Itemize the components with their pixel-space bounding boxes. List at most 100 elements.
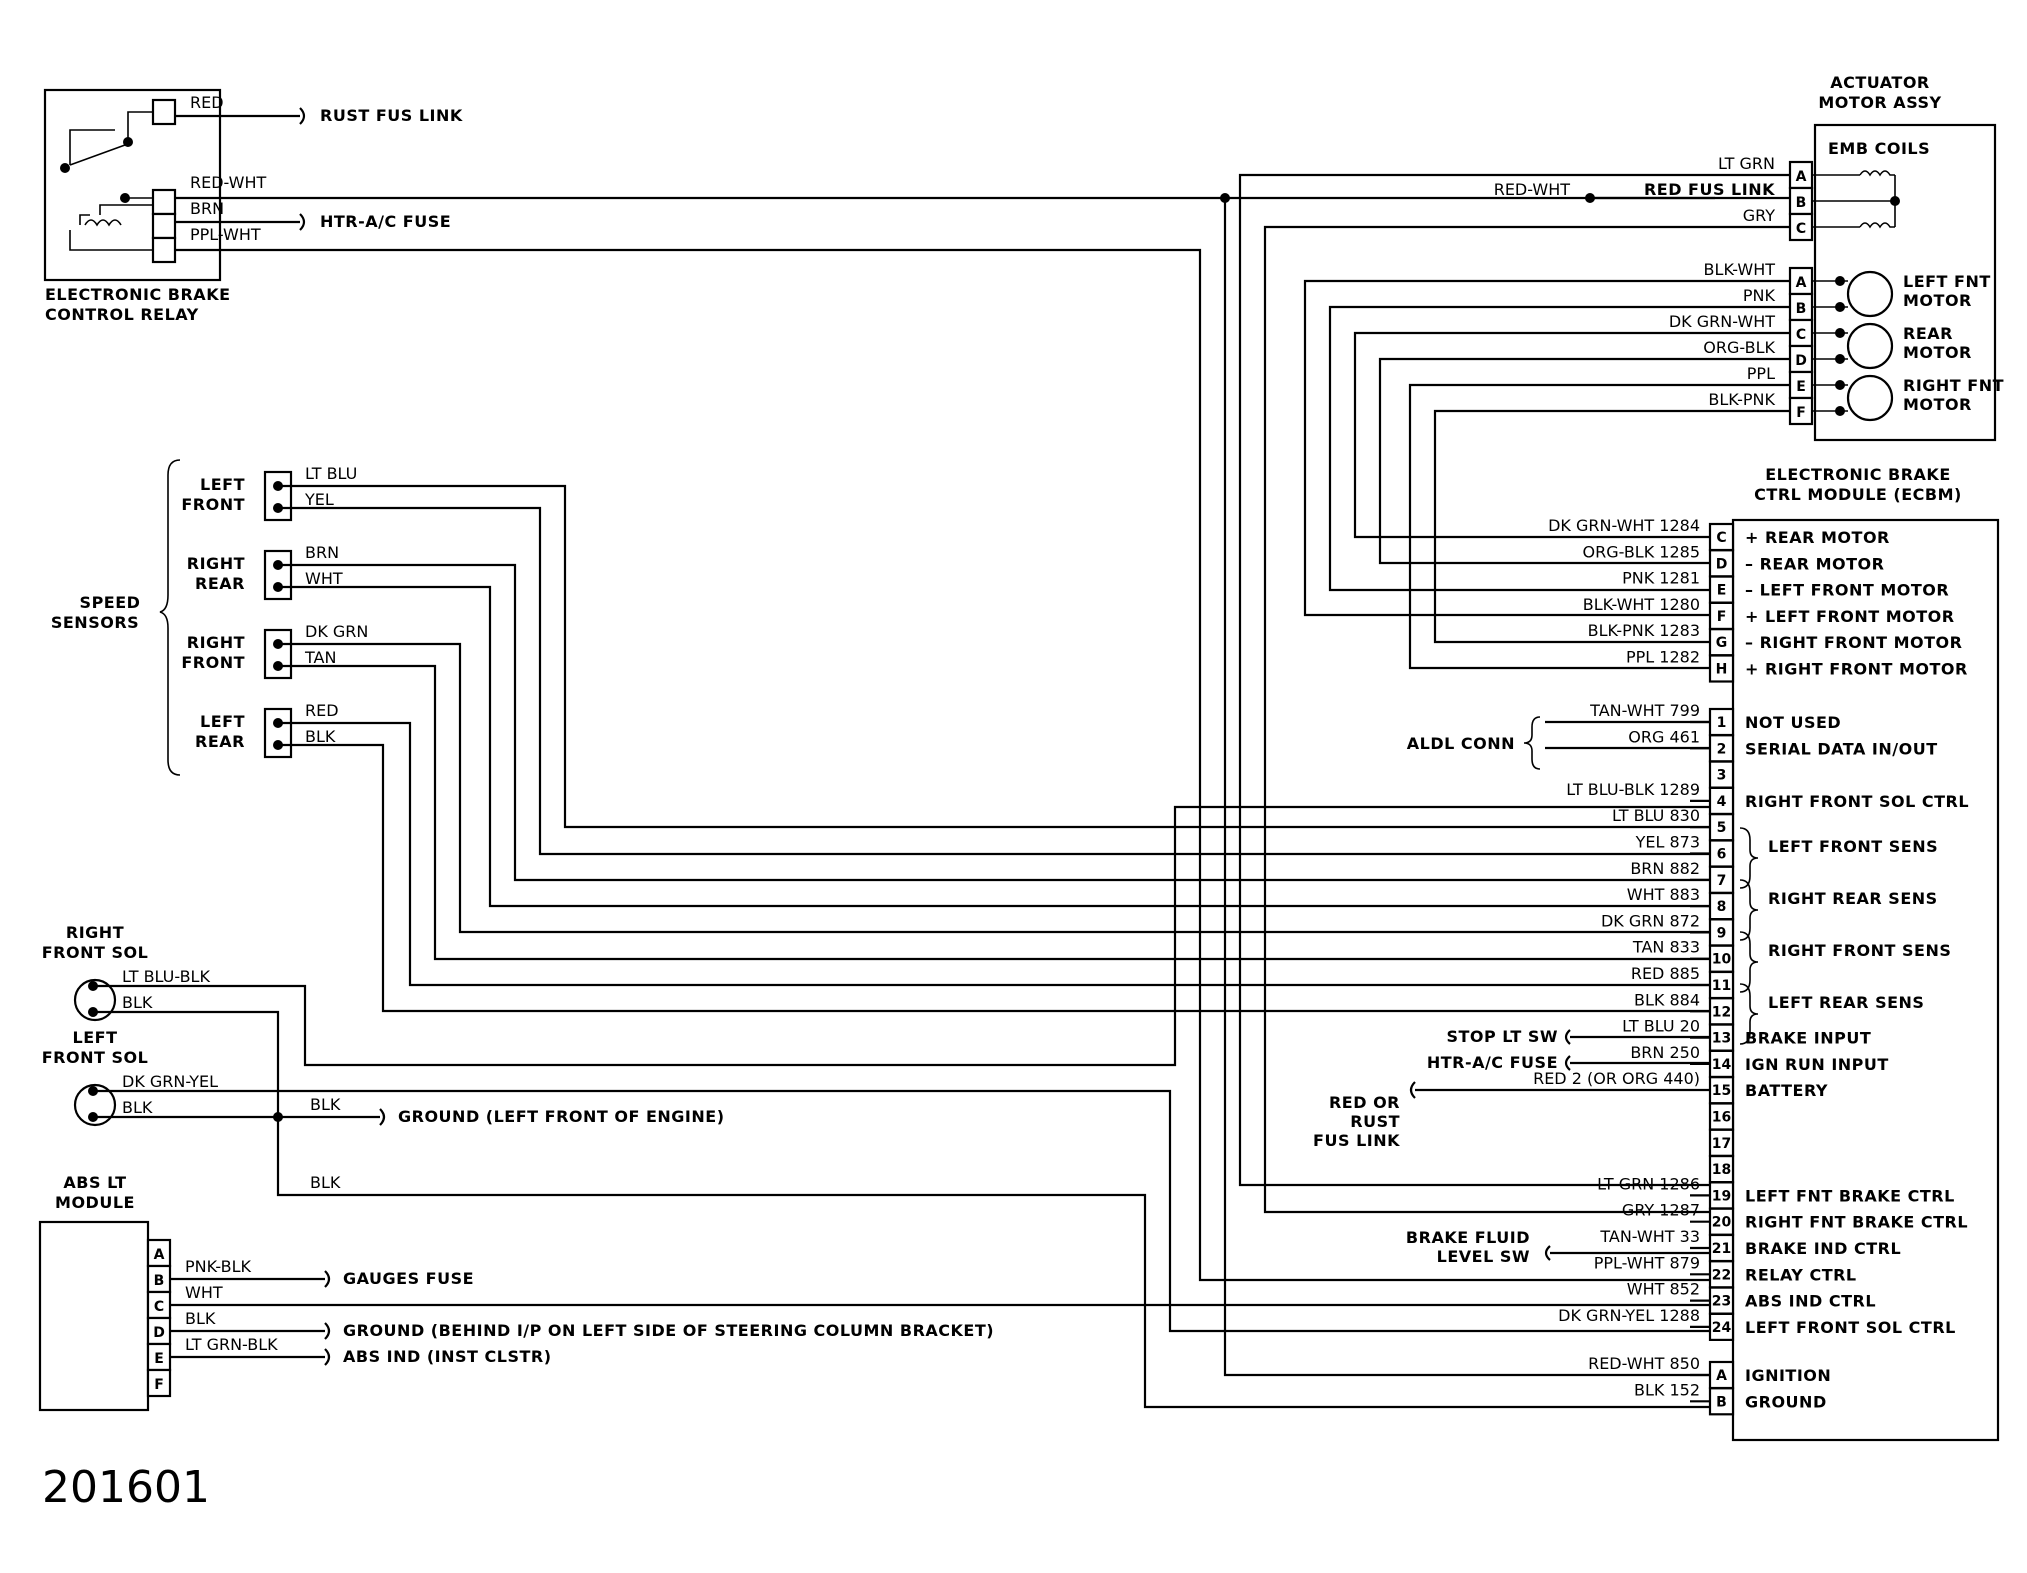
pin-label: D <box>1795 353 1807 369</box>
junction-dot <box>1890 196 1900 206</box>
sensor-name: RIGHT <box>187 633 245 652</box>
abs-lt-module: ABS LT MODULE A B C D E F PNK-BLK WHT BL… <box>38 1173 1710 1412</box>
pin-label: 15 <box>1712 1083 1731 1099</box>
wire-label: LT BLU-BLK 1289 <box>1566 780 1700 799</box>
wire-label: BLK <box>305 727 336 746</box>
sens-group-label: RIGHT REAR SENS <box>1768 889 1938 908</box>
wire-label: YEL <box>304 490 334 509</box>
pin-function: BRAKE INPUT <box>1745 1029 1871 1048</box>
wire-label: RED-WHT <box>190 173 267 192</box>
relay-pin-3 <box>151 212 177 240</box>
wire-label: RED 2 (OR ORG 440) <box>1533 1069 1700 1088</box>
pin-label: 22 <box>1712 1267 1731 1283</box>
pin-function: IGN RUN INPUT <box>1745 1055 1889 1074</box>
pin-label: 14 <box>1712 1057 1732 1073</box>
pin-label: 5 <box>1717 820 1727 836</box>
wire-label: BLK <box>122 993 153 1012</box>
pin-function: – REAR MOTOR <box>1745 554 1884 573</box>
fuse-connector-icon <box>299 107 306 231</box>
wire-label: DK GRN-WHT 1284 <box>1548 516 1700 535</box>
pin-function: + RIGHT FRONT MOTOR <box>1745 660 1968 679</box>
pin-label: 6 <box>1717 847 1727 863</box>
wire-label: RED FUS LINK <box>1644 180 1775 199</box>
speed-sensors-label: SENSORS <box>51 613 139 632</box>
wire-label: PNK <box>1743 286 1776 305</box>
brake-control-relay: ELECTRONIC BRAKE CONTROL RELAY RED RED-W… <box>43 88 1715 1282</box>
pin-function: + REAR MOTOR <box>1745 528 1890 547</box>
wire-label: PPL <box>1747 364 1775 383</box>
rust-fus-link-label: RUST FUS LINK <box>320 106 463 125</box>
wire-label: BRN <box>190 199 224 218</box>
pin-function: NOT USED <box>1745 713 1841 732</box>
pin-label: G <box>1716 635 1728 651</box>
pin-label: 23 <box>1712 1294 1731 1310</box>
solenoid-name: RIGHT <box>66 923 124 942</box>
pin-function: SERIAL DATA IN/OUT <box>1745 739 1938 758</box>
ecbm-external: ALDL CONN STOP LT SW HTR-A/C FUSE RED OR… <box>1313 716 1710 1266</box>
solenoid-name: LEFT <box>73 1028 118 1047</box>
sensor-name: REAR <box>195 574 245 593</box>
coil-connector: A B C <box>1788 160 1814 242</box>
wire-label: BLK <box>310 1095 341 1114</box>
wire-label: DK GRN <box>305 622 368 641</box>
sens-group-label: LEFT FRONT SENS <box>1768 837 1938 856</box>
actuator-title: ACTUATOR <box>1830 73 1930 92</box>
actuator-harness <box>1220 173 1790 1377</box>
wire-label: RED <box>190 93 224 112</box>
junction-dot <box>273 1112 283 1122</box>
ecbm: ELECTRONIC BRAKE CTRL MODULE (ECBM) CDK … <box>1533 465 2000 1442</box>
pin-label: A <box>1716 1368 1727 1384</box>
sensor-connector <box>263 470 293 759</box>
wire-label: DK GRN-YEL <box>122 1072 218 1091</box>
pin-function: LEFT FRONT SOL CTRL <box>1745 1318 1956 1337</box>
wire-label: RED <box>305 701 339 720</box>
solenoid-name: FRONT SOL <box>42 1048 149 1067</box>
pin-function: BRAKE IND CTRL <box>1745 1239 1901 1258</box>
pin-label: 12 <box>1712 1004 1731 1020</box>
pin-label: C <box>154 1299 164 1315</box>
pin-label: F <box>1796 405 1806 421</box>
pin-label: E <box>1717 583 1727 599</box>
wire-label: TAN-WHT 33 <box>1599 1227 1700 1246</box>
pin-function: ABS IND CTRL <box>1745 1292 1876 1311</box>
wire-label: TAN <box>304 648 336 667</box>
sensor-name: LEFT <box>200 712 245 731</box>
abs-module-title: MODULE <box>55 1193 135 1212</box>
wire-label: GRY <box>1743 206 1775 225</box>
pin-function: – LEFT FRONT MOTOR <box>1745 581 1949 600</box>
pin-label: 1 <box>1717 715 1727 731</box>
red-or-rust-label: FUS LINK <box>1313 1131 1400 1150</box>
pin-function: RIGHT FRONT SOL CTRL <box>1745 792 1969 811</box>
pin-label: 11 <box>1712 978 1731 994</box>
pin-label: 19 <box>1712 1188 1731 1204</box>
pin-label: H <box>1716 662 1728 678</box>
relay-pin-4 <box>151 236 177 264</box>
actuator-box <box>1813 123 1997 442</box>
pin-label: A <box>1796 169 1807 185</box>
pin-label: C <box>1716 530 1726 546</box>
brake-fluid-label: BRAKE FLUID <box>1406 1228 1530 1247</box>
wire-label: TAN-WHT 799 <box>1589 701 1700 720</box>
wire-label: PNK-BLK <box>185 1257 252 1276</box>
junction-dot <box>1585 193 1595 203</box>
brake-fluid-label: LEVEL SW <box>1437 1247 1530 1266</box>
ground-connector-icon <box>379 1108 386 1126</box>
abs-module-box <box>38 1220 150 1412</box>
pin-function: + LEFT FRONT MOTOR <box>1745 607 1955 626</box>
wire-label: LT BLU 830 <box>1612 806 1700 825</box>
pin-label: 13 <box>1712 1031 1731 1047</box>
pin-label: C <box>1796 221 1806 237</box>
sensor-name: FRONT <box>181 495 245 514</box>
pin-label: 24 <box>1712 1320 1732 1336</box>
motor-label: REAR <box>1903 324 1953 343</box>
wire-label: ORG-BLK <box>1703 338 1775 357</box>
relay-contact-dot <box>60 163 70 173</box>
pin-label: D <box>1716 556 1728 572</box>
wire-label: RED-WHT <box>1494 180 1571 199</box>
pin-label: 18 <box>1712 1162 1731 1178</box>
sens-group-label: LEFT REAR SENS <box>1768 993 1924 1012</box>
pin-label: E <box>154 1351 164 1367</box>
relay-box <box>43 88 222 282</box>
pin-label: A <box>154 1247 165 1263</box>
wire-label: PPL-WHT 879 <box>1594 1253 1700 1272</box>
